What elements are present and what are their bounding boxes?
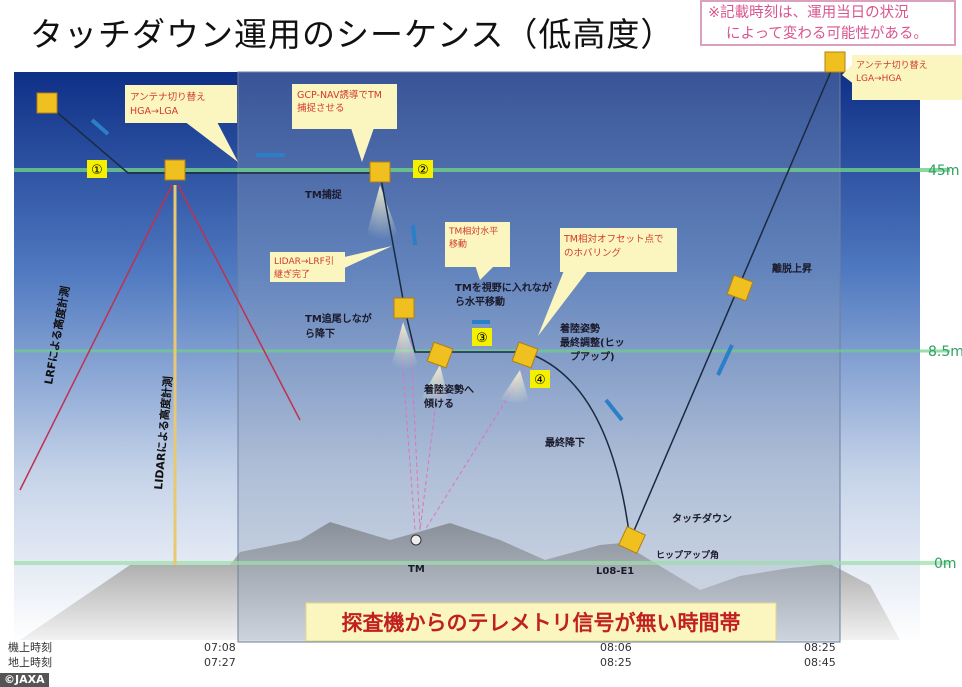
step-marker-1 <box>87 160 107 178</box>
ground-time: 08:25 <box>600 656 632 669</box>
altitude-label-8-5m: 8.5m <box>928 344 962 360</box>
svg-text:HGA→LGA: HGA→LGA <box>130 106 179 117</box>
credit: ©JAXA <box>0 673 49 687</box>
onboard-time-label: 機上時刻 <box>8 640 52 654</box>
ground-time-label: 地上時刻 <box>8 655 52 669</box>
label-final-descent: 最終降下 <box>545 436 585 449</box>
svg-text:LIDAR→LRF引: LIDAR→LRF引 <box>274 256 334 267</box>
label-tm-follow: ら降下 <box>305 327 335 340</box>
target-marker-icon <box>410 534 422 546</box>
trajectory <box>44 61 836 543</box>
ground-time: 07:27 <box>204 656 236 669</box>
spacecraft-icon <box>36 92 58 114</box>
svg-text:LGA→HGA: LGA→HGA <box>856 74 902 84</box>
spacecraft-icon <box>164 159 186 181</box>
spacecraft-icon <box>824 51 846 73</box>
camera-beam <box>500 370 530 405</box>
svg-text:移動: 移動 <box>449 238 467 250</box>
callout-tm-horizontal: TM相対水平 移動 <box>445 222 510 280</box>
no-telemetry-banner-text: 探査機からのテレメトリ信号が無い時間帯 <box>342 611 741 635</box>
lrf-beam <box>177 184 301 421</box>
label-ascent: 離脱上昇 <box>772 262 812 275</box>
direction-arrows <box>90 118 734 422</box>
svg-text:①: ① <box>91 163 103 178</box>
svg-text:TM相対オフセット点で: TM相対オフセット点で <box>563 233 664 245</box>
spacecraft-icon <box>426 341 454 369</box>
spacecraft-icons <box>36 51 846 554</box>
label-tm-view-move: ら水平移動 <box>455 295 505 308</box>
callout-lidar-lrf: LIDAR→LRF引 継ぎ完了 <box>270 246 392 282</box>
label-tilt: 傾ける <box>423 397 454 410</box>
callout-tm-offset: TM相対オフセット点で のホバリング <box>538 228 677 336</box>
svg-text:捕捉させる: 捕捉させる <box>297 102 345 114</box>
ground-time: 08:45 <box>804 656 836 669</box>
step-markers: ① ② ③ ④ <box>87 160 550 388</box>
svg-text:④: ④ <box>534 373 546 388</box>
camera-beam <box>420 365 450 405</box>
label-final-adjust: 着陸姿勢 <box>559 322 600 335</box>
spacecraft-icon <box>618 526 646 554</box>
phase-labels: TM捕捉 TM追尾しなが ら降下 TMを視野に入れなが ら水平移動 着陸姿勢へ … <box>305 188 812 577</box>
step-marker-4 <box>530 370 550 388</box>
spacecraft-icon <box>726 274 754 302</box>
timeline: 機上時刻 地上時刻 07:08 08:06 08:25 07:27 08:25 … <box>8 640 836 669</box>
altitude-label-45m: 45m <box>928 163 959 179</box>
label-final-adjust: 最終調整(ヒッ <box>560 336 625 349</box>
svg-text:アンテナ切り替え: アンテナ切り替え <box>130 91 206 103</box>
onboard-time: 07:08 <box>204 641 236 654</box>
svg-text:②: ② <box>417 163 429 178</box>
step-marker-3 <box>472 328 492 346</box>
callout-antenna-lga-hga: アンテナ切り替え LGA→HGA <box>842 55 962 100</box>
label-touchdown: タッチダウン <box>672 512 732 525</box>
onboard-time: 08:25 <box>804 641 836 654</box>
timing-note: ※記載時刻は、運用当日の状況 によって変わる可能性がある。 <box>700 0 956 46</box>
label-tm-view-move: TMを視野に入れなが <box>455 281 553 294</box>
svg-text:継ぎ完了: 継ぎ完了 <box>274 268 310 280</box>
spacecraft-icon <box>369 161 391 183</box>
svg-text:③: ③ <box>476 331 488 346</box>
spacecraft-icon <box>393 297 415 319</box>
onboard-time: 08:06 <box>600 641 632 654</box>
svg-text:TM相対水平: TM相対水平 <box>448 225 498 237</box>
label-pitch-up-angle: ヒップアップ角 <box>656 549 719 561</box>
note-line: ※記載時刻は、運用当日の状況 <box>708 5 909 21</box>
callout-gcp-nav: GCP-NAV誘導でTM 捕捉させる <box>292 84 397 162</box>
label-tm: TM <box>408 564 425 575</box>
altitude-label-0m: 0m <box>934 556 957 572</box>
spacecraft-icon <box>511 341 539 369</box>
camera-beam <box>365 185 400 240</box>
label-final-adjust: プアップ) <box>570 350 615 363</box>
label-site: L08-E1 <box>596 566 634 577</box>
no-telemetry-banner <box>305 602 777 642</box>
step-marker-2 <box>413 160 433 178</box>
label-tilt: 着陸姿勢へ <box>423 383 474 396</box>
svg-text:GCP-NAV誘導でTM: GCP-NAV誘導でTM <box>297 89 382 101</box>
camera-beam <box>390 322 420 370</box>
svg-text:アンテナ切り替え: アンテナ切り替え <box>856 59 928 71</box>
label-tm-capture: TM捕捉 <box>305 188 343 201</box>
label-tm-follow: TM追尾しなが <box>305 312 373 325</box>
svg-text:のホバリング: のホバリング <box>564 247 622 259</box>
lrf-beam <box>19 184 173 491</box>
note-line: によって変わる可能性がある。 <box>726 26 928 42</box>
page-title: タッチダウン運用のシーケンス（低高度） <box>30 15 675 54</box>
callout-antenna-hga-lga: アンテナ切り替え HGA→LGA <box>125 85 238 162</box>
